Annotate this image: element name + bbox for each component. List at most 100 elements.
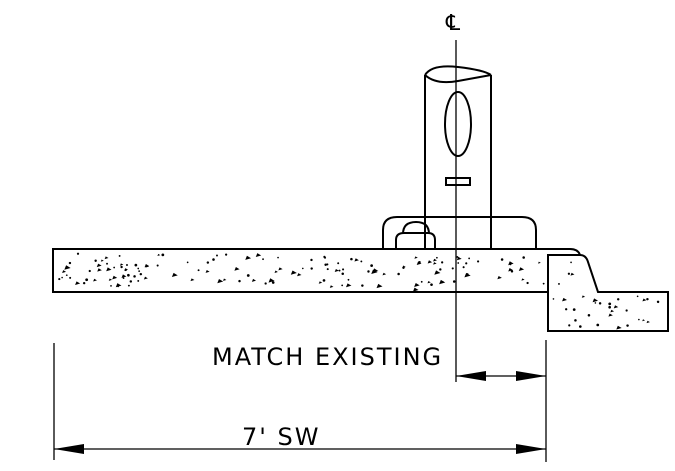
aggregate-dot [88,269,91,273]
aggregate-dot [61,276,63,279]
aggregate-dot [565,308,568,311]
aggregate-dot [457,262,460,264]
aggregate-dot [441,281,444,283]
aggregate-dot [301,267,304,270]
aggregate-chip [642,319,646,322]
aggregate-dot [197,269,200,272]
aggregate-chip [104,256,109,260]
aggregate-chip [93,278,97,282]
aggregate-chip [75,281,81,285]
aggregate-dot [509,263,512,266]
aggregate-dot [324,263,327,267]
pole-base [382,216,537,248]
aggregate-chip [62,270,67,273]
aggregate-chip [100,259,104,262]
aggregate-dot [439,268,442,271]
handhole-oval [444,91,472,157]
aggregate-chip [613,305,619,309]
anchor-nut [395,232,436,248]
aggregate-chip [64,265,71,270]
aggregate-chip [642,298,647,302]
aggregate-chip [297,273,302,277]
aggregate-dot [361,284,364,287]
aggregate-dot [420,280,423,283]
curb [547,254,669,332]
aggregate-dot [367,270,370,273]
aggregate-dot [85,278,89,282]
aggregate-dot [342,268,345,271]
aggregate-chip [427,280,431,284]
aggregate-dot [465,262,468,265]
aggregate-chip [157,253,161,256]
aggregate-chip [234,267,240,271]
aggregate-dot [462,266,465,269]
aggregate-dot [608,302,612,306]
aggregate-chip [508,261,514,266]
aggregate-dot [370,264,373,267]
aggregate-dot [397,272,400,276]
aggregate-chip [278,267,283,271]
sidewalk-width-label: 7' SW [242,423,320,451]
aggregate-dot [570,261,572,264]
aggregate-dot [129,280,133,283]
aggregate-dot [118,254,121,257]
aggregate-chip [412,287,419,292]
aggregate-dot [638,318,640,321]
aggregate-chip [433,262,437,265]
aggregate-dot [322,279,326,282]
aggregate-dot [82,281,86,285]
aggregate-dot [360,260,363,263]
aggregate-chip [402,265,406,268]
aggregate-dot [552,298,555,300]
match-existing-label: MATCH EXISTING [212,343,443,371]
aggregate-dot [206,261,210,264]
aggregate-dot [127,284,130,287]
aggregate-chip [376,283,383,289]
aggregate-dot [341,272,344,276]
aggregate-dot [326,268,329,271]
aggregate-chip [274,270,278,273]
aggregate-dot [526,281,529,285]
aggregate-dot [58,277,61,281]
aggregate-dot [430,283,433,286]
sidewalk-width-dimension [54,444,546,454]
aggregate-chip [592,298,598,303]
aggregate-chip [581,295,586,298]
aggregate-dot [598,302,602,305]
aggregate-dot [476,260,480,263]
aggregate-dot [139,272,143,276]
aggregate-dot [452,280,456,283]
aggregate-chip [414,283,420,287]
match-existing-dimension [456,371,546,381]
aggregate-dot [579,325,582,328]
aggregate-dot [137,279,140,282]
aggregate-dot [587,313,591,317]
aggregate-dot [338,269,341,272]
aggregate-dot [117,285,120,288]
aggregate-dot [76,252,80,255]
aggregate-chip [329,285,334,288]
aggregate-chip [518,267,525,272]
aggregate-dot [110,285,112,287]
aggregate-dot [656,300,660,304]
aggregate-chip [497,275,502,280]
centerline-symbol: ℄ [445,11,461,36]
aggregate-dot [646,297,649,301]
aggregate-chip [124,268,129,271]
aggregate-chip [372,268,379,273]
aggregate-chip [414,256,418,259]
aggregate-dot [608,305,611,309]
aggregate-dot [568,324,571,327]
sidewalk-slab [52,248,582,293]
aggregate-dot [264,282,267,285]
aggregate-dot [522,256,525,259]
aggregate-chip [245,255,252,260]
aggregate-chip [205,270,210,273]
aggregate-dot [156,264,159,267]
aggregate-chip [464,272,471,278]
aggregate-chip [434,270,441,275]
aggregate-dot [310,258,313,262]
aggregate-chip [646,320,650,324]
aggregate-chip [334,268,339,273]
